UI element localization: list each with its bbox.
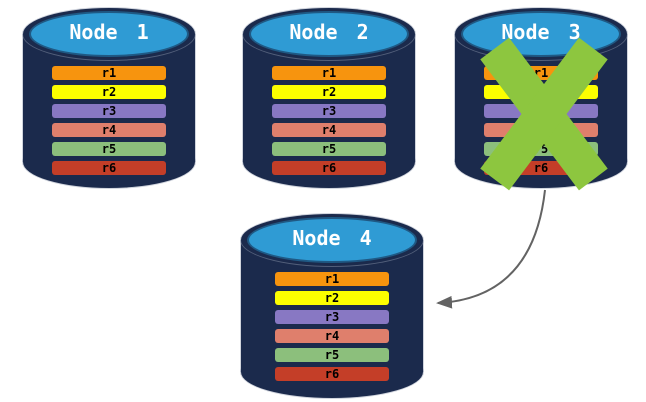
replica-row-r4: r4 [52, 123, 166, 137]
replica-row-r1: r1 [52, 66, 166, 80]
replica-row-label: r6 [101, 161, 117, 175]
node-1: Node 1 r1 r2 r3 r4 r5 r6 [23, 8, 195, 188]
replica-row-label: r3 [321, 104, 337, 118]
node-title: Node 3 [501, 20, 581, 44]
replica-row-label: r2 [324, 291, 340, 305]
replica-row-label: r6 [324, 367, 340, 381]
replica-row-r3: r3 [272, 104, 386, 118]
replica-row-label: r6 [321, 161, 337, 175]
replica-row-label: r1 [101, 66, 117, 80]
replica-row-label: r4 [321, 123, 337, 137]
replica-row-r3: r3 [52, 104, 166, 118]
replica-row-label: r5 [324, 348, 340, 362]
replica-rows: r1 r2 r3 r4 r5 r6 [23, 66, 195, 175]
replica-row-label: r2 [321, 85, 337, 99]
replica-row-r4: r4 [275, 329, 389, 343]
cylinder-top-face [249, 11, 409, 57]
node-2: Node 2 r1 r2 r3 r4 r5 r6 [243, 8, 415, 188]
replica-row-r6: r6 [275, 367, 389, 381]
replica-row-r4: r4 [272, 123, 386, 137]
replica-rows: r1 r2 r3 r4 r5 r6 [241, 272, 423, 381]
replica-row-r3: r3 [275, 310, 389, 324]
replica-row-label: r5 [321, 142, 337, 156]
failover-arrow-path [436, 189, 546, 309]
replica-row-label: r3 [101, 104, 117, 118]
replica-rows: r1 r2 r3 r4 r5 r6 [243, 66, 415, 175]
cylinder-top-face [247, 217, 417, 263]
node-4: Node 4 r1 r2 r3 r4 r5 r6 [241, 214, 423, 398]
replica-row-r6: r6 [52, 161, 166, 175]
replica-row-label: r1 [321, 66, 337, 80]
replica-row-label: r4 [101, 123, 117, 137]
cylinder-top-face [29, 11, 189, 57]
replica-row-r2: r2 [275, 291, 389, 305]
replica-row-r5: r5 [52, 142, 166, 156]
replica-row-r2: r2 [52, 85, 166, 99]
node-title: Node 1 [69, 20, 149, 44]
node-title: Node 2 [289, 20, 369, 44]
replica-row-label: r3 [324, 310, 340, 324]
replica-row-label: r2 [101, 85, 117, 99]
node-title: Node 4 [292, 226, 372, 250]
failure-cross-icon [480, 37, 608, 191]
replica-row-label: r5 [101, 142, 117, 156]
replica-row-r1: r1 [275, 272, 389, 286]
replica-row-r5: r5 [275, 348, 389, 362]
replica-row-r1: r1 [272, 66, 386, 80]
replica-row-r6: r6 [272, 161, 386, 175]
replica-row-label: r4 [324, 329, 340, 343]
node-3: Node 3 r1 r2 r3 r4 r5 r6 [455, 8, 627, 191]
replica-row-r2: r2 [272, 85, 386, 99]
replica-row-label: r1 [324, 272, 340, 286]
replica-row-r5: r5 [272, 142, 386, 156]
replica-row-label: r6 [533, 161, 549, 175]
